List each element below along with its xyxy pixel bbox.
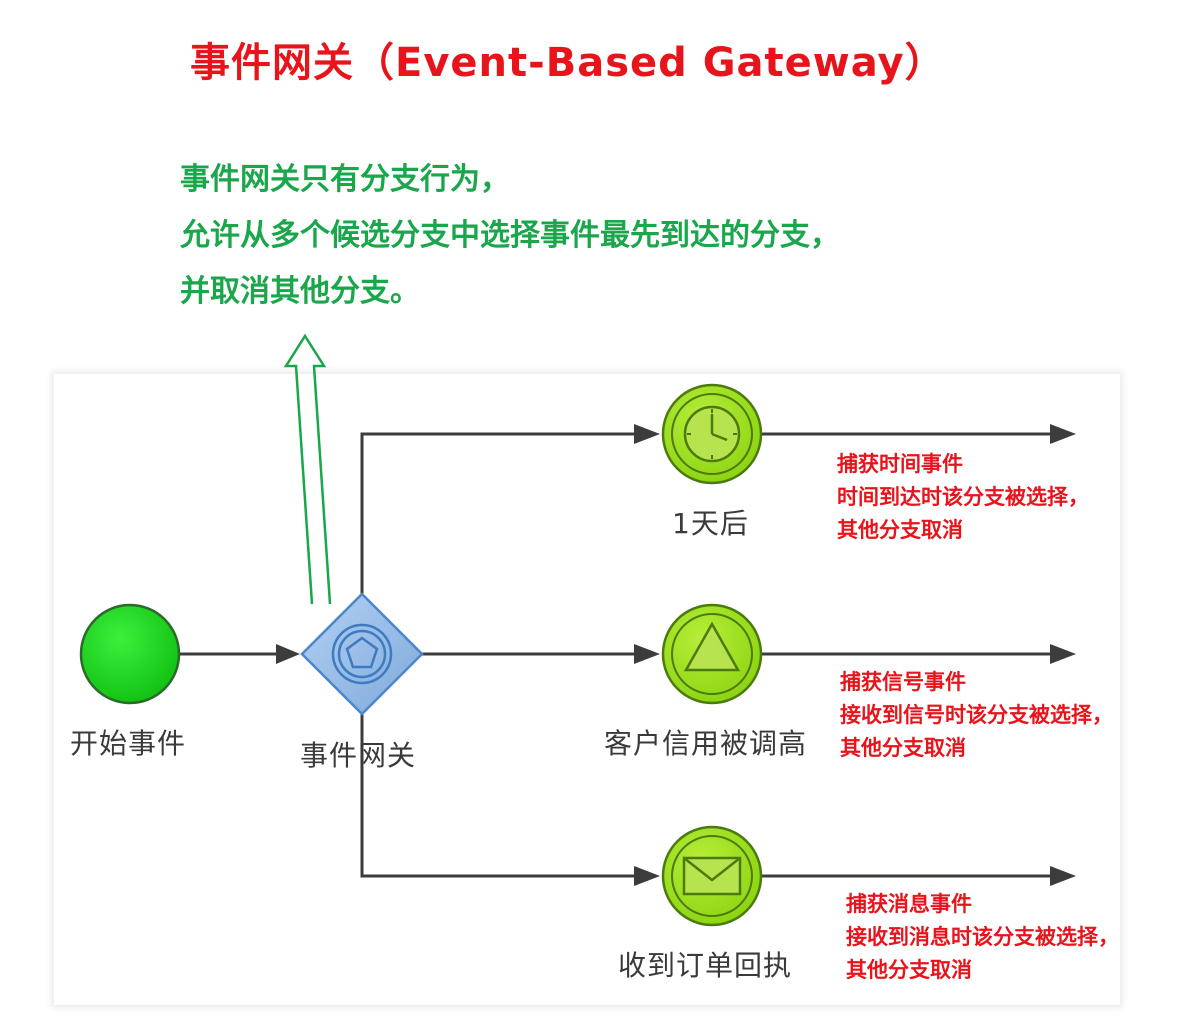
signal-note-line-3: 其他分支取消	[840, 736, 966, 760]
arrow-head	[1050, 866, 1076, 886]
signal-note: 捕获信号事件 接收到信号时该分支被选择， 其他分支取消	[840, 666, 1113, 765]
sequence-flows	[180, 432, 1052, 878]
signal-catch-event	[661, 603, 763, 705]
message-note: 捕获消息事件 接收到消息时该分支被选择， 其他分支取消	[846, 888, 1119, 987]
gateway-label: 事件网关	[300, 739, 417, 772]
description-line-2: 允许从多个候选分支中选择事件最先到达的分支，	[180, 218, 840, 253]
annotation-arrow	[283, 333, 332, 605]
page-title: 事件网关（Event-Based Gateway）	[190, 40, 946, 86]
message-catch-event	[661, 825, 763, 927]
arrow-head	[634, 424, 660, 444]
event-gateway	[300, 592, 424, 716]
timer-note-line-3: 其他分支取消	[837, 518, 963, 542]
arrow-head	[1050, 424, 1076, 444]
start-event-label: 开始事件	[70, 727, 187, 760]
flow-arrowheads	[276, 424, 1076, 886]
pentagon-icon	[345, 636, 379, 669]
message-note-line-1: 捕获消息事件	[846, 892, 972, 916]
message-event-label: 收到订单回执	[618, 949, 793, 982]
signal-event-label: 客户信用被调高	[604, 727, 808, 760]
description-line-3: 并取消其他分支。	[180, 274, 420, 309]
description: 事件网关只有分支行为， 允许从多个候选分支中选择事件最先到达的分支， 并取消其他…	[180, 152, 840, 320]
message-note-line-3: 其他分支取消	[846, 958, 972, 982]
message-note-line-2: 接收到消息时该分支被选择，	[846, 925, 1119, 949]
timer-event-label: 1天后	[672, 507, 749, 540]
timer-catch-event	[661, 383, 763, 485]
arrow-head	[634, 866, 660, 886]
start-event	[79, 603, 181, 705]
description-line-1: 事件网关只有分支行为，	[180, 162, 510, 197]
signal-note-line-2: 接收到信号时该分支被选择，	[840, 703, 1113, 727]
flow-gateway-to-timer	[360, 432, 636, 594]
arrow-head	[1050, 644, 1076, 664]
clock-icon	[683, 405, 741, 463]
triangle-signal-icon	[683, 621, 741, 672]
diagram-canvas	[54, 374, 1120, 1005]
timer-note: 捕获时间事件 时间到达时该分支被选择， 其他分支取消	[837, 448, 1089, 547]
signal-note-line-1: 捕获信号事件	[840, 670, 966, 694]
arrow-head	[276, 644, 300, 664]
timer-note-line-2: 时间到达时该分支被选择，	[837, 485, 1089, 509]
arrow-head	[634, 644, 660, 664]
envelope-icon	[682, 856, 742, 896]
flow-gateway-to-message	[360, 714, 636, 878]
timer-note-line-1: 捕获时间事件	[837, 452, 963, 476]
